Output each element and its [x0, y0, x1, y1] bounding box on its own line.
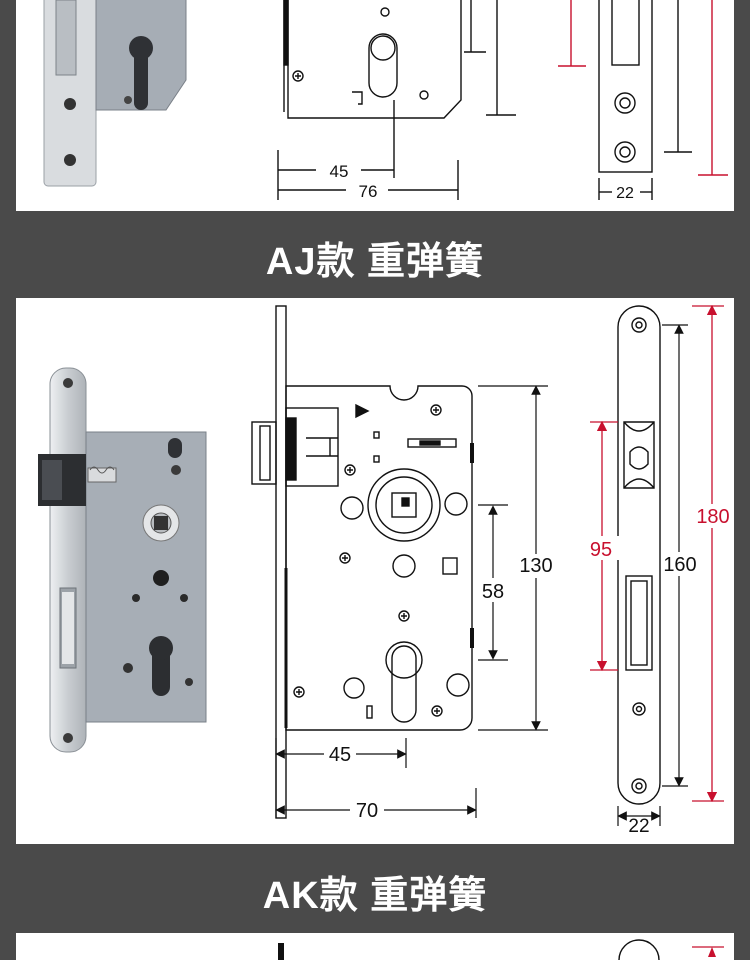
ak-lock-photo: [38, 367, 207, 753]
ak-faceplate-height-label: 160: [663, 554, 696, 576]
ak-faceplate-width-label: 22: [628, 816, 649, 837]
aj-lock-photo: [43, 0, 187, 187]
aj-faceplate-drawing: [598, 0, 692, 200]
next-illustration: [278, 939, 724, 960]
next-product-panel: [16, 933, 734, 960]
aj-red-dimension: [558, 0, 728, 176]
aj-product-panel: 45 76 22: [16, 0, 734, 211]
aj-section-title: AJ款 重弹簧: [265, 241, 485, 283]
ak-section-title: AK款 重弹簧: [262, 875, 488, 917]
ak-body-height-label: 130: [519, 555, 552, 577]
ak-fixing-distance-label: 95: [590, 539, 612, 561]
ak-body-width-label: 70: [356, 800, 378, 822]
aj-illustration: 45 76 22: [43, 0, 728, 202]
aj-faceplate-width-label: 22: [616, 185, 634, 202]
ak-center-distance-label: 58: [482, 581, 504, 603]
aj-backset-label: 45: [330, 162, 349, 181]
aj-side-drawing: [277, 0, 516, 200]
aj-body-width-label: 76: [359, 182, 378, 201]
ak-illustration: 130 58 45 70 160 22: [38, 304, 732, 837]
ak-faceplate-drawing: [617, 305, 661, 805]
ak-product-panel: 130 58 45 70 160 22: [16, 298, 734, 844]
ak-backset-label: 45: [329, 744, 351, 766]
ak-side-drawing: [251, 305, 474, 819]
ak-overall-height-label: 180: [696, 506, 729, 528]
